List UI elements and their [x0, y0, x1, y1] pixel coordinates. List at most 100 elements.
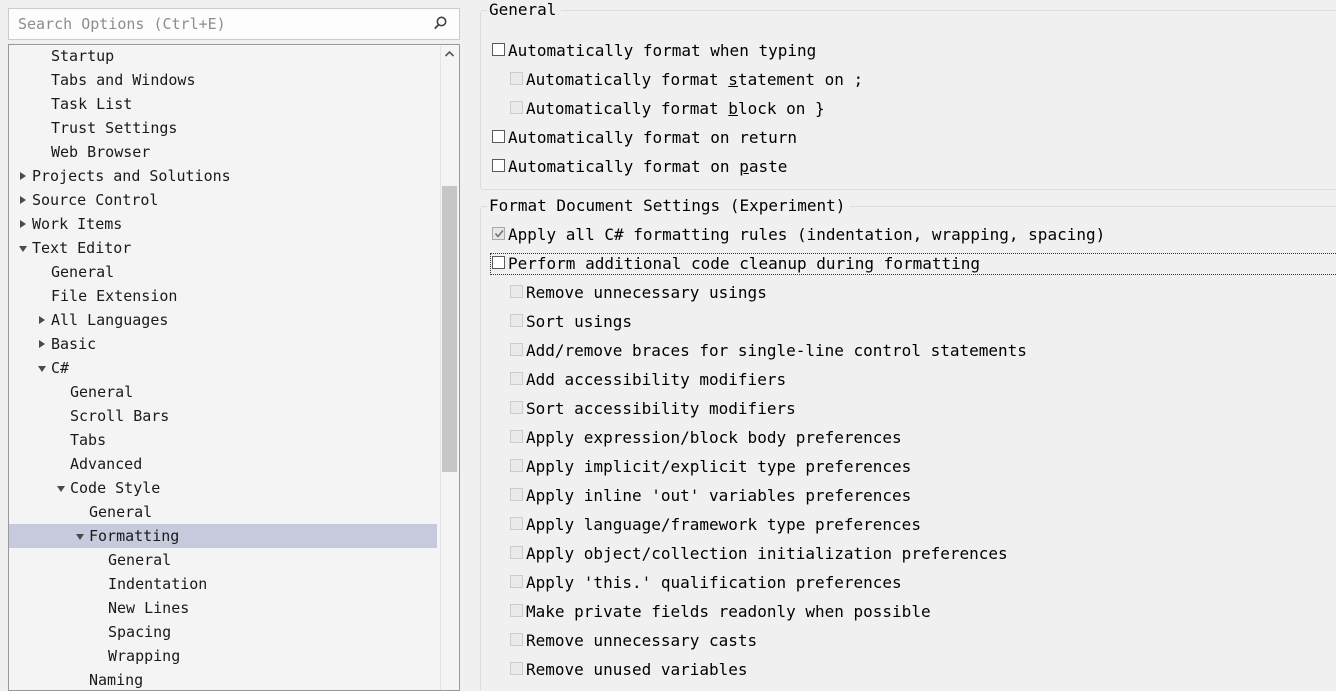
tree-item-trust-settings[interactable]: Trust Settings: [9, 116, 437, 140]
checkbox-row-apply-object-collection-initialization-preferenc[interactable]: Apply object/collection initialization p…: [478, 539, 1336, 568]
tree-item-file-extension[interactable]: File Extension: [9, 284, 437, 308]
checkbox-label: Apply implicit/explicit type preferences: [526, 457, 912, 476]
checkbox-row-apply-expression-block-body-preferences[interactable]: Apply expression/block body preferences: [478, 423, 1336, 452]
checkbox-unchecked-icon[interactable]: [492, 256, 505, 269]
chevron-right-icon[interactable]: [19, 212, 31, 236]
tree-item-label: Indentation: [108, 575, 208, 593]
checkbox-unchecked-icon: [510, 604, 523, 617]
checkbox-unchecked-icon: [510, 101, 523, 114]
tree-item-spacing[interactable]: Spacing: [9, 620, 437, 644]
tree-item-projects-and-solutions[interactable]: Projects and Solutions: [9, 164, 437, 188]
tree-item-label: Formatting: [89, 527, 180, 545]
checkbox-unchecked-icon: [510, 459, 523, 472]
tree-item-advanced[interactable]: Advanced: [9, 452, 437, 476]
tree-item-label: New Lines: [108, 599, 190, 617]
checkbox-row-make-private-fields-readonly-when-possible[interactable]: Make private fields readonly when possib…: [478, 597, 1336, 626]
checkbox-unchecked-icon: [510, 517, 523, 530]
chevron-down-icon[interactable]: [76, 524, 88, 548]
tree-item-label: Startup: [51, 47, 115, 65]
tree-item-tabs[interactable]: Tabs: [9, 428, 437, 452]
tree-item-label: Web Browser: [51, 143, 151, 161]
tree-item-text-editor[interactable]: Text Editor: [9, 236, 437, 260]
checkbox-unchecked-icon[interactable]: [492, 130, 505, 143]
tree-item-new-lines[interactable]: New Lines: [9, 596, 437, 620]
chevron-down-icon[interactable]: [38, 356, 50, 380]
tree-scrollbar-thumb[interactable]: [442, 186, 457, 472]
tree-item-general[interactable]: General: [9, 260, 437, 284]
checkbox-row-add-remove-braces-for-single-line-control-statem[interactable]: Add/remove braces for single-line contro…: [478, 336, 1336, 365]
chevron-right-icon[interactable]: [19, 188, 31, 212]
tree-item-label: Text Editor: [32, 239, 132, 257]
tree-item-work-items[interactable]: Work Items: [9, 212, 437, 236]
tree-item-scroll-bars[interactable]: Scroll Bars: [9, 404, 437, 428]
checkbox-row-apply-this-qualification-preferences[interactable]: Apply 'this.' qualification preferences: [478, 568, 1336, 597]
checkbox-label: Apply 'this.' qualification preferences: [526, 573, 902, 592]
checkbox-label: Automatically format on paste: [508, 157, 788, 176]
tree-item-startup[interactable]: Startup: [9, 45, 437, 68]
checkbox-row-remove-unnecessary-casts[interactable]: Remove unnecessary casts: [478, 626, 1336, 655]
tree-item-general[interactable]: General: [9, 548, 437, 572]
chevron-up-icon[interactable]: [441, 46, 458, 63]
checkbox-label: Perform additional code cleanup during f…: [508, 254, 981, 273]
checkbox-unchecked-icon: [510, 72, 523, 85]
checkbox-row-sort-usings[interactable]: Sort usings: [478, 307, 1336, 336]
tree-item-indentation[interactable]: Indentation: [9, 572, 437, 596]
search-options-box[interactable]: Search Options (Ctrl+E): [8, 8, 460, 40]
search-icon[interactable]: [433, 14, 453, 34]
chevron-right-icon[interactable]: [38, 332, 50, 356]
chevron-right-icon[interactable]: [38, 308, 50, 332]
tree-item-all-languages[interactable]: All Languages: [9, 308, 437, 332]
checkbox-row-automatically-format-on-return[interactable]: Automatically format on return: [478, 123, 1336, 152]
tree-item-tabs-and-windows[interactable]: Tabs and Windows: [9, 68, 437, 92]
checkbox-row-remove-unnecessary-usings[interactable]: Remove unnecessary usings: [478, 278, 1336, 307]
tree-item-general[interactable]: General: [9, 500, 437, 524]
checkbox-label: Automatically format on return: [508, 128, 797, 147]
tree-item-label: Spacing: [108, 623, 172, 641]
tree-item-source-control[interactable]: Source Control: [9, 188, 437, 212]
checkbox-unchecked-icon[interactable]: [492, 43, 505, 56]
checkbox-label: Apply expression/block body preferences: [526, 428, 902, 447]
checkbox-row-automatically-format-when-typing[interactable]: Automatically format when typing: [478, 36, 1336, 65]
checkbox-label: Remove unnecessary casts: [526, 631, 758, 650]
checkbox-row-apply-inline-out-variables-preferences[interactable]: Apply inline 'out' variables preferences: [478, 481, 1336, 510]
checkbox-label: Add accessibility modifiers: [526, 370, 787, 389]
checkbox-row-automatically-format-statement-on[interactable]: Automatically format statement on ;: [478, 65, 1336, 94]
checkbox-row-sort-accessibility-modifiers[interactable]: Sort accessibility modifiers: [478, 394, 1336, 423]
checkbox-label: Sort usings: [526, 312, 632, 331]
tree-item-code-style[interactable]: Code Style: [9, 476, 437, 500]
checkbox-label: Remove unnecessary usings: [526, 283, 767, 302]
checkbox-row-automatically-format-on-paste[interactable]: Automatically format on paste: [478, 152, 1336, 181]
checkbox-unchecked-icon: [510, 488, 523, 501]
tree-item-label: C#: [51, 359, 70, 377]
chevron-right-icon[interactable]: [19, 164, 31, 188]
chevron-down-icon[interactable]: [57, 476, 69, 500]
checkbox-row-perform-additional-code-cleanup-during-formattin[interactable]: Perform additional code cleanup during f…: [478, 249, 1336, 278]
checkbox-row-automatically-format-block-on[interactable]: Automatically format block on }: [478, 94, 1336, 123]
tree-item-label: Task List: [51, 95, 133, 113]
checkbox-row-remove-unused-variables[interactable]: Remove unused variables: [478, 655, 1336, 684]
tree-item-web-browser[interactable]: Web Browser: [9, 140, 437, 164]
chevron-down-icon[interactable]: [19, 236, 31, 260]
tree-item-naming[interactable]: Naming: [9, 668, 437, 690]
search-input[interactable]: Search Options (Ctrl+E): [18, 15, 226, 33]
tree-item-wrapping[interactable]: Wrapping: [9, 644, 437, 668]
accelerator-char: s: [728, 70, 738, 89]
checkbox-unchecked-icon: [510, 662, 523, 675]
group-format-document-settings-experiment: Format Document Settings (Experiment): [480, 196, 1336, 691]
tree-item-task-list[interactable]: Task List: [9, 92, 437, 116]
checkbox-row-apply-implicit-explicit-type-preferences[interactable]: Apply implicit/explicit type preferences: [478, 452, 1336, 481]
tree-item-label: Naming: [89, 671, 144, 689]
checkbox-row-add-accessibility-modifiers[interactable]: Add accessibility modifiers: [478, 365, 1336, 394]
tree-item-label: Code Style: [70, 479, 161, 497]
checkbox-unchecked-icon[interactable]: [492, 159, 505, 172]
tree-item-general[interactable]: General: [9, 380, 437, 404]
checkbox-row-apply-language-framework-type-preferences[interactable]: Apply language/framework type preference…: [478, 510, 1336, 539]
tree-item-basic[interactable]: Basic: [9, 332, 437, 356]
tree-item-formatting[interactable]: Formatting: [9, 524, 437, 548]
tree-item-c[interactable]: C#: [9, 356, 437, 380]
tree-scrollbar[interactable]: [440, 46, 458, 690]
checkbox-row-apply-all-c-formatting-rules-indentation-wrappin[interactable]: Apply all C# formatting rules (indentati…: [478, 220, 1336, 249]
